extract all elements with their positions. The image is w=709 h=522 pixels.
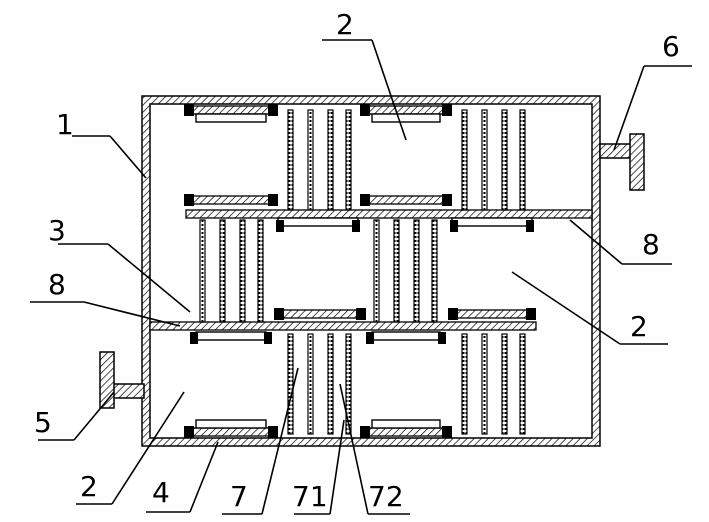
top-seal-left — [195, 113, 267, 123]
middle-left-bundle-tube-3 — [239, 219, 246, 323]
mid-lower-clip-l1 — [190, 332, 198, 344]
bottom-plate-left — [187, 427, 275, 437]
mid-lower-plate-a — [277, 309, 363, 319]
mid-upper-clip-a2 — [352, 220, 360, 232]
top-seal-middle — [371, 113, 441, 123]
bottom-plate-middle-clip-right — [442, 426, 452, 438]
mid-lower-plate-a-clip-left — [274, 308, 284, 320]
lower-right-bundle-tube-4 — [519, 333, 526, 435]
mid-lower-clip-l2 — [264, 332, 272, 344]
label-part-1: 1 — [56, 108, 74, 141]
mid-upper-plate-middle-clip-left — [360, 194, 370, 206]
bottom-plate-middle — [363, 427, 449, 437]
bottom-plate-left-clip-right — [268, 426, 278, 438]
middle-right-bundle-tube-4 — [431, 219, 438, 323]
upper-left-bundle-tube-3 — [327, 109, 334, 211]
middle-left-bundle-tube-2 — [219, 219, 226, 323]
upper-left-bundle-tube-2 — [307, 109, 314, 211]
mid-lower-plate-b-clip-left — [448, 308, 458, 320]
mid-upper-seal-a — [277, 217, 359, 227]
top-plate-left-clip-right — [268, 104, 278, 116]
middle-right-bundle-tube-3 — [413, 219, 420, 323]
label-part-2-right: 2 — [630, 310, 648, 343]
label-part-4: 4 — [152, 476, 170, 509]
lower-right-bundle-tube-3 — [501, 333, 508, 435]
lower-partition-plate — [149, 321, 537, 331]
upper-right-bundle-tube-1 — [461, 109, 468, 211]
top-plate-left — [187, 105, 275, 115]
lower-left-bundle-tube-4 — [345, 333, 352, 435]
top-plate-left-clip-left — [184, 104, 194, 116]
mid-upper-clip-a1 — [276, 220, 284, 232]
top-plate-middle-clip-right — [442, 104, 452, 116]
middle-right-bundle-tube-1 — [373, 219, 380, 323]
mid-lower-plate-b — [451, 309, 533, 319]
top-plate-middle — [363, 105, 449, 115]
mid-lower-seal-middle — [371, 331, 441, 341]
lower-right-bundle-tube-1 — [461, 333, 468, 435]
mid-upper-plate-left — [187, 195, 275, 205]
upper-left-bundle-tube-4 — [345, 109, 352, 211]
label-part-8-right: 8 — [642, 228, 660, 261]
mid-lower-seal-left — [195, 331, 267, 341]
leader-lines — [30, 39, 692, 515]
bottom-seal-left — [195, 419, 267, 429]
label-part-7: 7 — [230, 480, 248, 513]
label-part-8-left: 8 — [48, 268, 66, 301]
bottom-plate-middle-clip-left — [360, 426, 370, 438]
middle-right-bundle-tube-2 — [393, 219, 400, 323]
mid-lower-clip-m1 — [366, 332, 374, 344]
mid-upper-seal-b — [451, 217, 533, 227]
inlet-nozzle — [99, 351, 145, 409]
label-part-5: 5 — [34, 406, 52, 439]
label-part-72: 72 — [368, 480, 404, 513]
middle-left-bundle-tube-1 — [199, 219, 206, 323]
mid-lower-plate-a-clip-right — [356, 308, 366, 320]
label-part-2-bottom: 2 — [80, 470, 98, 503]
upper-left-bundle-tube-1 — [287, 109, 294, 211]
label-part-71: 71 — [292, 480, 328, 513]
mid-upper-plate-middle — [363, 195, 449, 205]
mid-upper-clip-b1 — [450, 220, 458, 232]
top-plate-middle-clip-left — [360, 104, 370, 116]
lower-left-bundle-tube-2 — [307, 333, 314, 435]
mid-upper-plate-left-clip-left — [184, 194, 194, 206]
tube-bundles — [184, 104, 536, 438]
upper-right-bundle-tube-2 — [481, 109, 488, 211]
lower-left-bundle-tube-3 — [327, 333, 334, 435]
lower-right-bundle-tube-2 — [481, 333, 488, 435]
upper-right-bundle-tube-3 — [501, 109, 508, 211]
mid-lower-clip-m2 — [438, 332, 446, 344]
mid-upper-plate-middle-clip-right — [442, 194, 452, 206]
outlet-nozzle — [599, 133, 645, 191]
lower-left-bundle-tube-1 — [287, 333, 294, 435]
mid-lower-plate-b-clip-right — [526, 308, 536, 320]
upper-right-bundle-tube-4 — [519, 109, 526, 211]
label-part-3: 3 — [48, 214, 66, 247]
upper-partition-plate — [185, 209, 593, 219]
outer-casing — [141, 95, 601, 447]
bottom-seal-middle — [371, 419, 441, 429]
bottom-plate-left-clip-left — [184, 426, 194, 438]
middle-left-bundle-tube-4 — [257, 219, 264, 323]
label-part-2-top: 2 — [336, 8, 354, 41]
mid-upper-plate-left-clip-right — [268, 194, 278, 206]
label-part-6: 6 — [662, 30, 680, 63]
mid-upper-clip-b2 — [526, 220, 534, 232]
